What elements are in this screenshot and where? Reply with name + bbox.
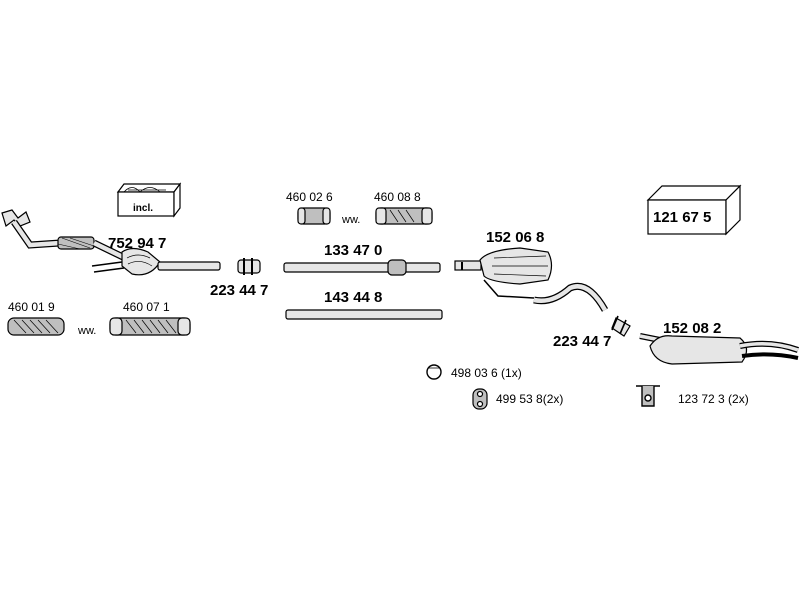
pipe-b-label: 143 44 8 (324, 289, 383, 306)
rear-silencer-part (639, 333, 800, 365)
middle-silencer-part (454, 247, 609, 312)
ww-mid-label: ww. (342, 214, 361, 226)
clamp-left-part (237, 258, 261, 275)
incl-box-label: incl. (133, 203, 154, 214)
pipe-a-part (283, 259, 441, 276)
rubber-mount-icon (472, 388, 488, 410)
middle-silencer-label: 152 06 8 (486, 229, 545, 246)
flex-pipe-b (109, 317, 191, 336)
pipe-a-label: 133 47 0 (324, 242, 383, 259)
incl-box-icon (116, 182, 182, 218)
flex-pipe-b-label: 460 07 1 (123, 300, 170, 314)
hanger-icon (636, 385, 660, 407)
ring-label: 498 03 6 (1x) (451, 366, 522, 380)
hanger-label: 123 72 3 (2x) (678, 392, 749, 406)
flex-pipe-c (297, 207, 331, 225)
rear-silencer-label: 152 08 2 (663, 320, 722, 337)
flex-pipe-c-label: 460 02 6 (286, 190, 333, 204)
front-pipe-part (1, 209, 221, 276)
mount-kit-label: 121 67 5 (653, 209, 712, 226)
flex-pipe-d-label: 460 08 8 (374, 190, 421, 204)
flex-pipe-a (7, 317, 65, 336)
mount-kit-box-icon (646, 184, 742, 236)
ring-icon (426, 364, 442, 380)
clamp-right-part (611, 315, 631, 337)
rubber-mount-label: 499 53 8(2x) (496, 392, 564, 406)
flex-pipe-a-label: 460 01 9 (8, 300, 55, 314)
front-pipe-label: 752 94 7 (108, 235, 167, 252)
flex-pipe-d (375, 207, 433, 225)
pipe-b-part (285, 309, 443, 320)
ww-left-label: ww. (78, 325, 97, 337)
clamp-left-label: 223 44 7 (210, 282, 269, 299)
clamp-right-label: 223 44 7 (553, 333, 612, 350)
